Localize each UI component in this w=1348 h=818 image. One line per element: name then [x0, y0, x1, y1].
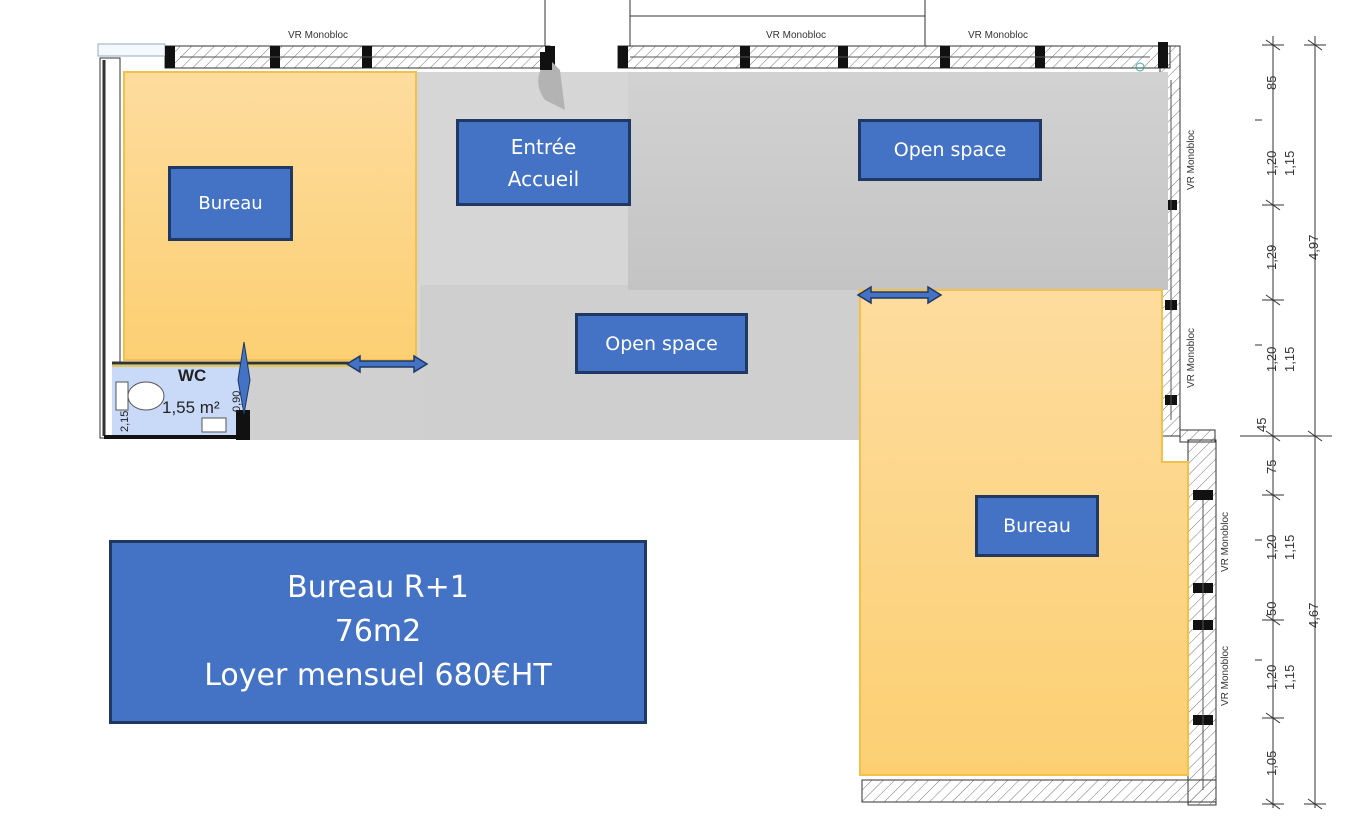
wc-label: WC — [178, 366, 206, 385]
double-arrow-left — [345, 354, 429, 374]
entree-text: Entrée — [510, 134, 577, 159]
dim-6: 75 — [1264, 460, 1279, 474]
wall-label-top-right: VR Monobloc — [968, 30, 1028, 41]
open-space-center-label: Open space — [575, 313, 748, 374]
dim-5: 45 — [1254, 418, 1269, 432]
open-space-area — [245, 72, 1168, 440]
dim-1: 85 — [1264, 76, 1279, 90]
wall-label-right-2: VR Monobloc — [1186, 328, 1197, 388]
bureau-left-text: Bureau — [198, 193, 263, 214]
wc-area: 1,55 m² — [162, 398, 220, 417]
wc-dim-left: 2,15 — [119, 411, 131, 432]
dim-total-bottom: 4,67 — [1306, 603, 1321, 628]
window-mark — [1135, 62, 1145, 72]
dimension-lines — [1240, 36, 1332, 810]
dim-10: 1,05 — [1264, 751, 1279, 776]
double-arrow-right — [856, 285, 943, 305]
wc-dim-right: 0,90 — [231, 391, 243, 412]
open-space-top-label: Open space — [858, 119, 1042, 181]
accueil-text: Accueil — [507, 166, 580, 191]
bureau-right-text: Bureau — [1003, 515, 1071, 537]
dim-4b: 1,15 — [1282, 347, 1297, 372]
info-title: Bureau R+1 — [287, 570, 469, 605]
wall-label-right-4: VR Monobloc — [1220, 646, 1231, 706]
door-post — [540, 52, 552, 70]
door-swing — [538, 58, 565, 110]
dim-4: 1,20 — [1264, 347, 1279, 372]
info-rent: Loyer mensuel 680€HT — [204, 658, 552, 693]
wall-label-top-left: VR Monobloc — [288, 30, 348, 41]
wall-label-right-1: VR Monobloc — [1186, 130, 1197, 190]
bureau-left-label: Bureau — [168, 166, 293, 241]
dim-7b: 1,15 — [1282, 535, 1297, 560]
bureau-right-label: Bureau — [975, 495, 1099, 557]
wall-label-top-mid: VR Monobloc — [766, 30, 826, 41]
dimension-labels: 85 1,20 1,15 1,29 1,20 1,15 45 75 1,20 1… — [1254, 76, 1321, 776]
dim-9: 1,20 — [1264, 665, 1279, 690]
dim-8: 50 — [1264, 602, 1279, 616]
dim-2: 1,20 — [1264, 151, 1279, 176]
dim-2b: 1,15 — [1282, 151, 1297, 176]
dim-3: 1,29 — [1264, 245, 1279, 270]
exterior-walls — [97, 0, 1217, 806]
dim-total-top: 4,97 — [1306, 235, 1321, 260]
open-space-top-text: Open space — [893, 139, 1007, 161]
info-area: 76m2 — [334, 614, 422, 649]
entree-accueil-label: Entrée Accueil — [456, 119, 631, 206]
wc-room — [104, 341, 420, 440]
dim-7: 1,20 — [1264, 535, 1279, 560]
dim-9b: 1,15 — [1282, 665, 1297, 690]
info-box: Bureau R+1 76m2 Loyer mensuel 680€HT — [109, 540, 647, 724]
wall-label-right-3: VR Monobloc — [1220, 512, 1231, 572]
open-space-center-text: Open space — [605, 332, 718, 355]
